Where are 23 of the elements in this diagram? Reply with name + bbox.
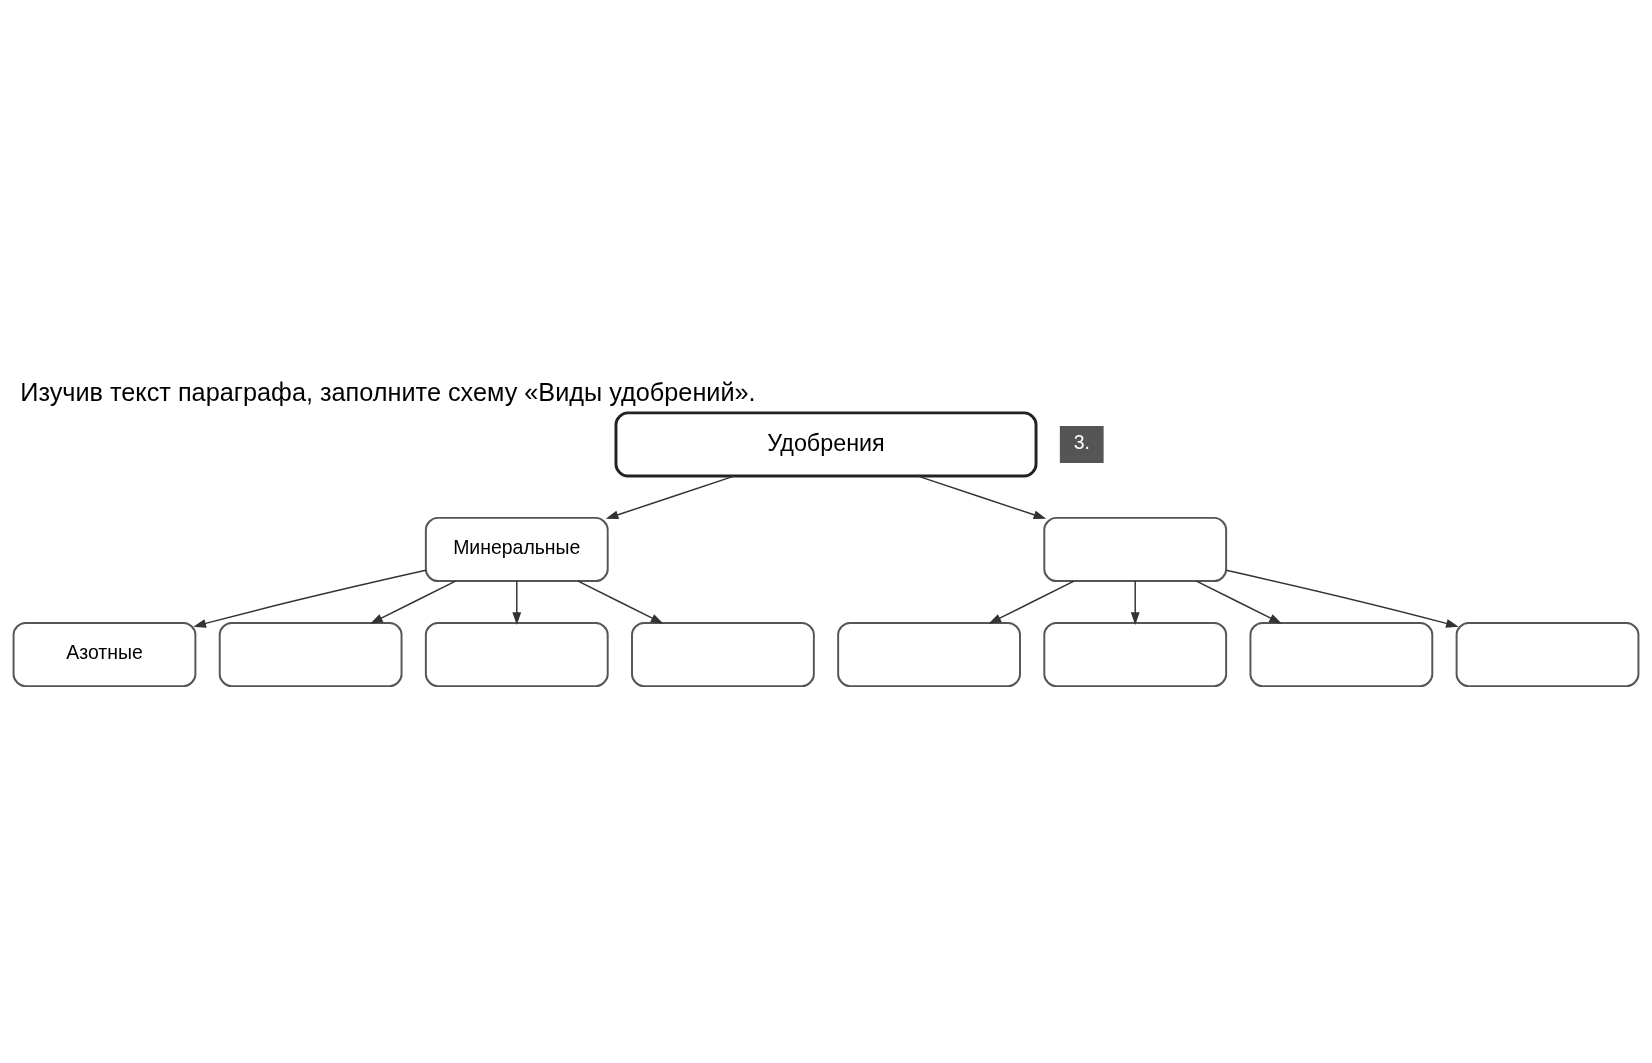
node-box	[631, 621, 815, 688]
arrow	[1225, 569, 1459, 628]
node-box	[1043, 621, 1228, 688]
arrow	[193, 569, 427, 628]
node-box: Азотные	[12, 621, 197, 688]
node-box	[1249, 621, 1434, 688]
node-box	[1455, 621, 1640, 688]
node-box	[837, 621, 1021, 688]
node-box	[424, 621, 609, 688]
arrow	[917, 475, 1047, 520]
arrow	[512, 580, 522, 626]
node-box	[218, 621, 403, 688]
node-box: Удобрения	[614, 411, 1038, 478]
node-box	[1043, 516, 1228, 583]
arrow	[1130, 580, 1140, 626]
node-box: Минеральные	[424, 516, 609, 583]
label: 3.	[1073, 431, 1090, 454]
arrow	[370, 580, 457, 624]
diagram-title: Изучив текст параграфа, заполните схему «Виды удобрений».	[20, 378, 756, 406]
arrow	[988, 580, 1075, 624]
arrow	[577, 580, 664, 624]
arrow	[605, 475, 735, 520]
arrow	[1195, 580, 1282, 624]
